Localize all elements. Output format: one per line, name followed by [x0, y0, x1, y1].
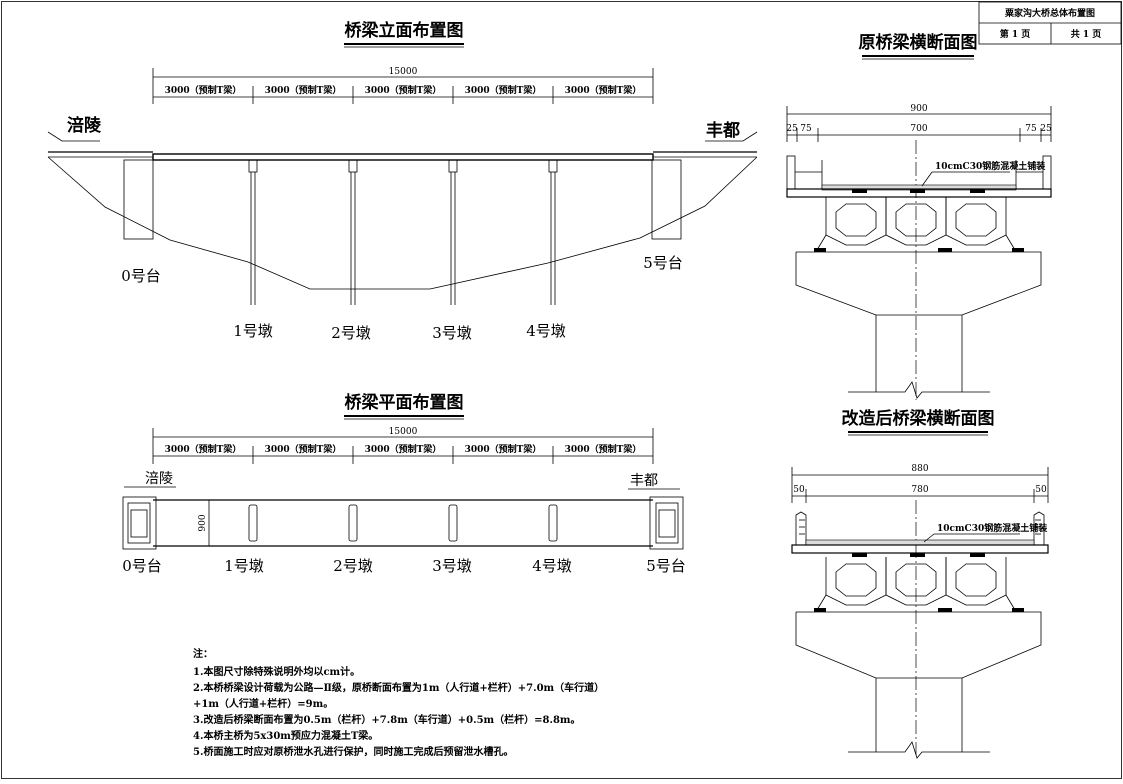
elevation-left-place: 涪陵 [67, 115, 102, 136]
original-section-title: 原桥梁横断面图 [859, 32, 978, 53]
plan-support-2: 2号墩 [333, 557, 373, 575]
drawing-title: 粟家沟大桥总体布置图 [1004, 7, 1095, 19]
plan-support-0: 0号台 [122, 557, 162, 575]
plan-span-2: 3000（预制T梁） [265, 443, 342, 455]
elevation-span-5: 3000（预制T梁） [565, 84, 642, 96]
original-dim-4: 75 [1025, 124, 1037, 134]
page-number: 第 1 页 [1000, 28, 1031, 40]
elevation-span-3: 3000（预制T梁） [365, 84, 442, 96]
plan-support-5: 5号台 [646, 557, 686, 575]
elevation-span-4: 3000（预制T梁） [465, 84, 542, 96]
plan-total-dim: 15000 [389, 427, 418, 437]
elevation-span-1: 3000（预制T梁） [165, 84, 242, 96]
page-total: 共 1 页 [1071, 28, 1102, 40]
plan-right-place: 丰都 [630, 473, 658, 489]
plan-support-4: 4号墩 [532, 557, 572, 575]
elevation-support-4: 4号墩 [526, 322, 566, 340]
original-dim-2: 75 [800, 124, 812, 134]
title-block: 粟家沟大桥总体布置图 第 1 页 共 1 页 [978, 1, 1122, 45]
original-dim-1: 25 [786, 124, 798, 134]
modified-pavement-note: 10cmC30钢筋混凝土铺装 [937, 522, 1048, 534]
modified-section-title: 改造后桥梁横断面图 [842, 408, 995, 429]
elevation-support-3: 3号墩 [432, 324, 472, 342]
plan-span-1: 3000（预制T梁） [165, 443, 242, 455]
elevation-title: 桥梁立面布置图 [345, 20, 464, 41]
plan-span-5: 3000（预制T梁） [565, 443, 642, 455]
modified-dim-2: 780 [911, 485, 928, 495]
notes: 注： 1.本图尺寸除特殊说明外均以cm计。 2.本桥桥梁设计荷载为公路—Ⅱ级，原… [193, 647, 604, 758]
original-cross-section: 原桥梁横断面图 900 25 75 700 75 25 10cmC30钢筋混凝土… [786, 32, 1052, 400]
elevation-support-2: 2号墩 [331, 324, 371, 342]
elevation-right-place: 丰都 [706, 120, 740, 141]
elevation-support-5: 5号台 [643, 254, 683, 272]
modified-total-width: 880 [911, 464, 928, 474]
elevation-view: 桥梁立面布置图 15000 3000（预制T梁） 3000（预制T梁） 3000… [47, 20, 758, 342]
plan-title: 桥梁平面布置图 [345, 392, 464, 413]
plan-width-dim: 900 [198, 514, 208, 531]
original-pavement-note: 10cmC30钢筋混凝土铺装 [935, 160, 1046, 172]
elevation-total-dim: 15000 [389, 67, 418, 77]
original-dim-5: 25 [1040, 124, 1052, 134]
original-dim-3: 700 [910, 124, 927, 134]
note-line-1: 1.本图尺寸除特殊说明外均以cm计。 [193, 665, 360, 678]
plan-support-1: 1号墩 [224, 557, 264, 575]
original-total-width: 900 [910, 104, 927, 114]
notes-heading: 注： [193, 647, 213, 660]
note-line-2: 2.本桥桥梁设计荷载为公路—Ⅱ级，原桥断面布置为1m（人行道+栏杆）+7.0m（… [193, 681, 604, 694]
modified-dim-3: 50 [1035, 485, 1047, 495]
plan-span-3: 3000（预制T梁） [365, 443, 442, 455]
elevation-support-1: 1号墩 [233, 322, 273, 340]
modified-cross-section: 改造后桥梁横断面图 880 50 780 50 10cmC30钢筋混凝土铺装 [791, 408, 1049, 759]
note-line-4: 3.改造后桥梁断面布置为0.5m（栏杆）+7.8m（车行道）+0.5m（栏杆）=… [193, 713, 581, 726]
plan-view: 桥梁平面布置图 15000 3000（预制T梁） 3000（预制T梁） 3000… [122, 392, 686, 575]
plan-left-place: 涪陵 [145, 471, 173, 487]
plan-support-3: 3号墩 [432, 557, 472, 575]
note-line-3: +1m（人行道+栏杆）=9m。 [193, 697, 333, 710]
modified-dim-1: 50 [793, 485, 805, 495]
note-line-5: 4.本桥主桥为5x30m预应力混凝土T梁。 [193, 729, 378, 742]
elevation-support-0: 0号台 [121, 267, 161, 285]
plan-span-4: 3000（预制T梁） [465, 443, 542, 455]
note-line-6: 5.桥面施工时应对原桥泄水孔进行保护，同时施工完成后预留泄水槽孔。 [193, 745, 513, 758]
elevation-span-2: 3000（预制T梁） [265, 84, 342, 96]
